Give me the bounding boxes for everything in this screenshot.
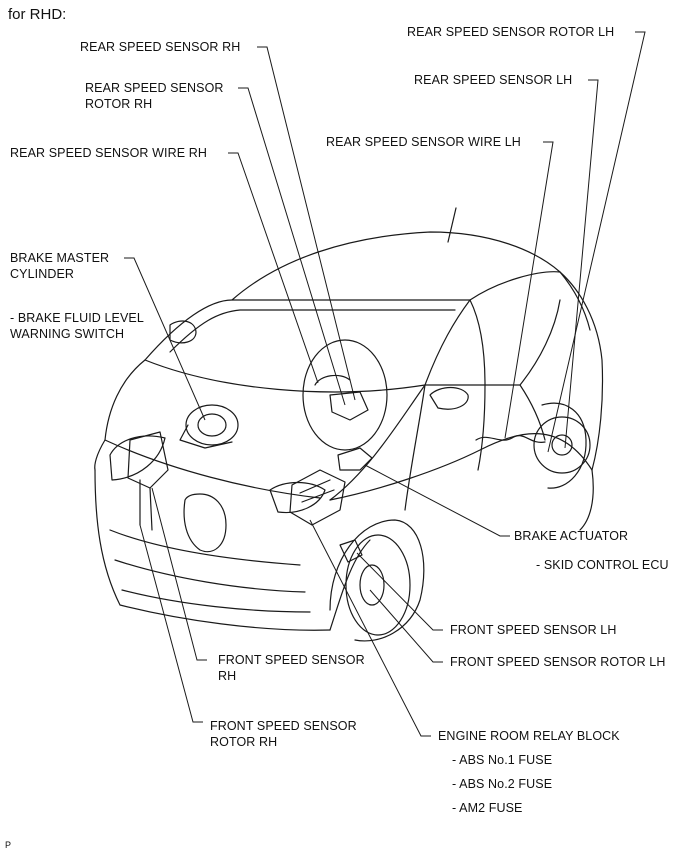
label-abs-no1-fuse: - ABS No.1 FUSE — [452, 753, 553, 767]
label-rear-speed-sensor-rotor-rh-line2: ROTOR RH — [85, 97, 153, 111]
front-bumper — [94, 469, 331, 631]
label-front-speed-sensor-rotor-lh: FRONT SPEED SENSOR ROTOR LH — [450, 655, 666, 669]
windshield — [144, 299, 471, 386]
label-brake-actuator: BRAKE ACTUATOR — [514, 529, 629, 543]
rear-wheel-right-ghost — [302, 339, 388, 451]
hood-rear-edge — [144, 359, 426, 393]
label-rear-speed-sensor-rh: REAR SPEED SENSOR RH — [80, 40, 241, 54]
label-rear-speed-sensor-rotor-lh: REAR SPEED SENSOR ROTOR LH — [407, 25, 615, 39]
side-mirror-left — [429, 386, 469, 410]
corner-mark: P — [5, 840, 12, 850]
label-abs-no2-fuse: - ABS No.2 FUSE — [452, 777, 553, 791]
emblem — [183, 493, 227, 553]
side-mirror-right — [169, 320, 197, 344]
hood-left-edge — [104, 359, 146, 441]
rear-wheel-left — [541, 402, 587, 489]
brake-master-cylinder — [179, 404, 239, 449]
label-brake-fluid-level-line2: WARNING SWITCH — [10, 327, 125, 341]
front-wheel-left — [329, 519, 425, 642]
label-rear-speed-sensor-rotor-rh-line1: REAR SPEED SENSOR — [85, 81, 224, 95]
leader-lines — [124, 31, 646, 737]
roof-outline — [231, 231, 591, 331]
label-front-speed-sensor-rotor-rh-line1: FRONT SPEED SENSOR — [210, 719, 357, 733]
front-sensor-rh — [127, 431, 169, 531]
label-front-speed-sensor-rotor-rh-line2: ROTOR RH — [210, 735, 278, 749]
front-sensor-lh — [339, 539, 363, 563]
label-front-speed-sensor-lh: FRONT SPEED SENSOR LH — [450, 623, 617, 637]
label-brake-master-cylinder-line2: CYLINDER — [10, 267, 75, 281]
rear-sensor-wire-lh — [475, 435, 546, 443]
headlight-right — [109, 435, 166, 481]
brake-actuator — [289, 469, 346, 526]
label-brake-master-cylinder-line1: BRAKE MASTER — [10, 251, 110, 265]
label-rear-speed-sensor-wire-lh: REAR SPEED SENSOR WIRE LH — [326, 135, 521, 149]
label-brake-fluid-level-line1: - BRAKE FLUID LEVEL — [10, 311, 144, 325]
label-rear-speed-sensor-lh: REAR SPEED SENSOR LH — [414, 73, 573, 87]
relay-block — [337, 447, 373, 471]
diagram-heading: for RHD: — [8, 6, 67, 23]
label-am2-fuse: - AM2 FUSE — [452, 801, 523, 815]
label-skid-control-ecu: - SKID CONTROL ECU — [536, 558, 669, 572]
label-front-speed-sensor-rh-line1: FRONT SPEED SENSOR — [218, 653, 365, 667]
label-engine-room-relay-block: ENGINE ROOM RELAY BLOCK — [438, 729, 620, 743]
label-rear-speed-sensor-wire-rh: REAR SPEED SENSOR WIRE RH — [10, 146, 207, 160]
antenna — [447, 207, 457, 243]
rear-sensor-rh — [314, 374, 369, 421]
label-front-speed-sensor-rh-line2: RH — [218, 669, 237, 683]
